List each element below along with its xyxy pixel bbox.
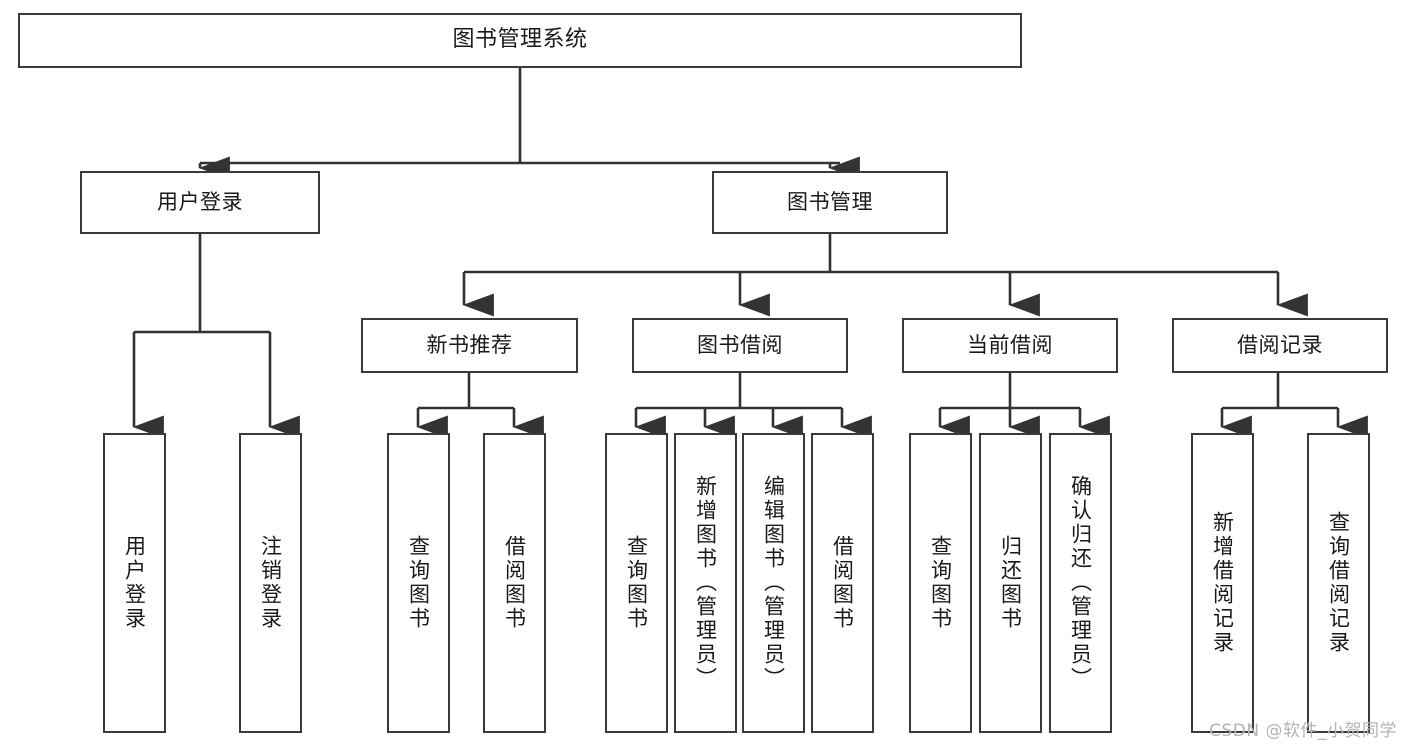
node-label: 图书管理	[787, 189, 873, 214]
node-label: 注销登录	[258, 535, 283, 631]
node-label: 当前借阅	[967, 332, 1053, 357]
node-borrow-record[interactable]: 借阅记录	[1172, 318, 1388, 373]
node-label: 图书管理系统	[452, 27, 588, 53]
leaf-current-borrow-return-books[interactable]: 归还图书	[979, 433, 1042, 733]
leaf-new-book-borrow-books[interactable]: 借阅图书	[483, 433, 546, 733]
node-label: 查询图书	[406, 535, 431, 631]
node-label: 图书借阅	[697, 332, 783, 357]
leaf-current-borrow-confirm-return-admin[interactable]: 确认归还（管理员）	[1049, 433, 1112, 733]
leaf-borrow-record-add-record[interactable]: 新增借阅记录	[1191, 433, 1254, 733]
node-label: 借阅图书	[830, 535, 855, 631]
leaf-user-login-signout[interactable]: 注销登录	[239, 433, 302, 733]
leaf-borrow-record-query-record[interactable]: 查询借阅记录	[1307, 433, 1370, 733]
node-label: 确认归还（管理员）	[1068, 475, 1093, 691]
leaf-book-borrow-borrow-books[interactable]: 借阅图书	[811, 433, 874, 733]
leaf-new-book-query-books[interactable]: 查询图书	[387, 433, 450, 733]
node-label: 新增借阅记录	[1210, 511, 1235, 655]
leaf-user-login-signin[interactable]: 用户登录	[103, 433, 166, 733]
csdn-watermark: CSDN @软件_小贺同学	[1209, 721, 1397, 741]
node-label: 新书推荐	[426, 332, 513, 357]
leaf-book-borrow-add-book-admin[interactable]: 新增图书（管理员）	[674, 433, 737, 733]
node-label: 新增图书（管理员）	[693, 475, 718, 691]
node-book-management[interactable]: 图书管理	[712, 171, 948, 234]
node-new-book-recommend[interactable]: 新书推荐	[361, 318, 578, 373]
node-label: 查询图书	[928, 535, 953, 631]
node-label: 借阅记录	[1237, 332, 1323, 357]
leaf-book-borrow-edit-book-admin[interactable]: 编辑图书（管理员）	[742, 433, 805, 733]
node-user-login[interactable]: 用户登录	[80, 171, 320, 234]
node-book-borrow[interactable]: 图书借阅	[632, 318, 848, 373]
leaf-book-borrow-query-books[interactable]: 查询图书	[605, 433, 668, 733]
node-label: 查询图书	[624, 535, 649, 631]
node-label: 用户登录	[157, 189, 243, 214]
node-label: 编辑图书（管理员）	[761, 475, 786, 691]
leaf-current-borrow-query-books[interactable]: 查询图书	[909, 433, 972, 733]
node-label: 归还图书	[998, 535, 1023, 631]
node-root-book-management-system[interactable]: 图书管理系统	[18, 13, 1022, 68]
node-label: 用户登录	[122, 535, 147, 631]
node-label: 借阅图书	[502, 535, 527, 631]
node-current-borrow[interactable]: 当前借阅	[902, 318, 1118, 373]
node-label: 查询借阅记录	[1326, 511, 1351, 655]
